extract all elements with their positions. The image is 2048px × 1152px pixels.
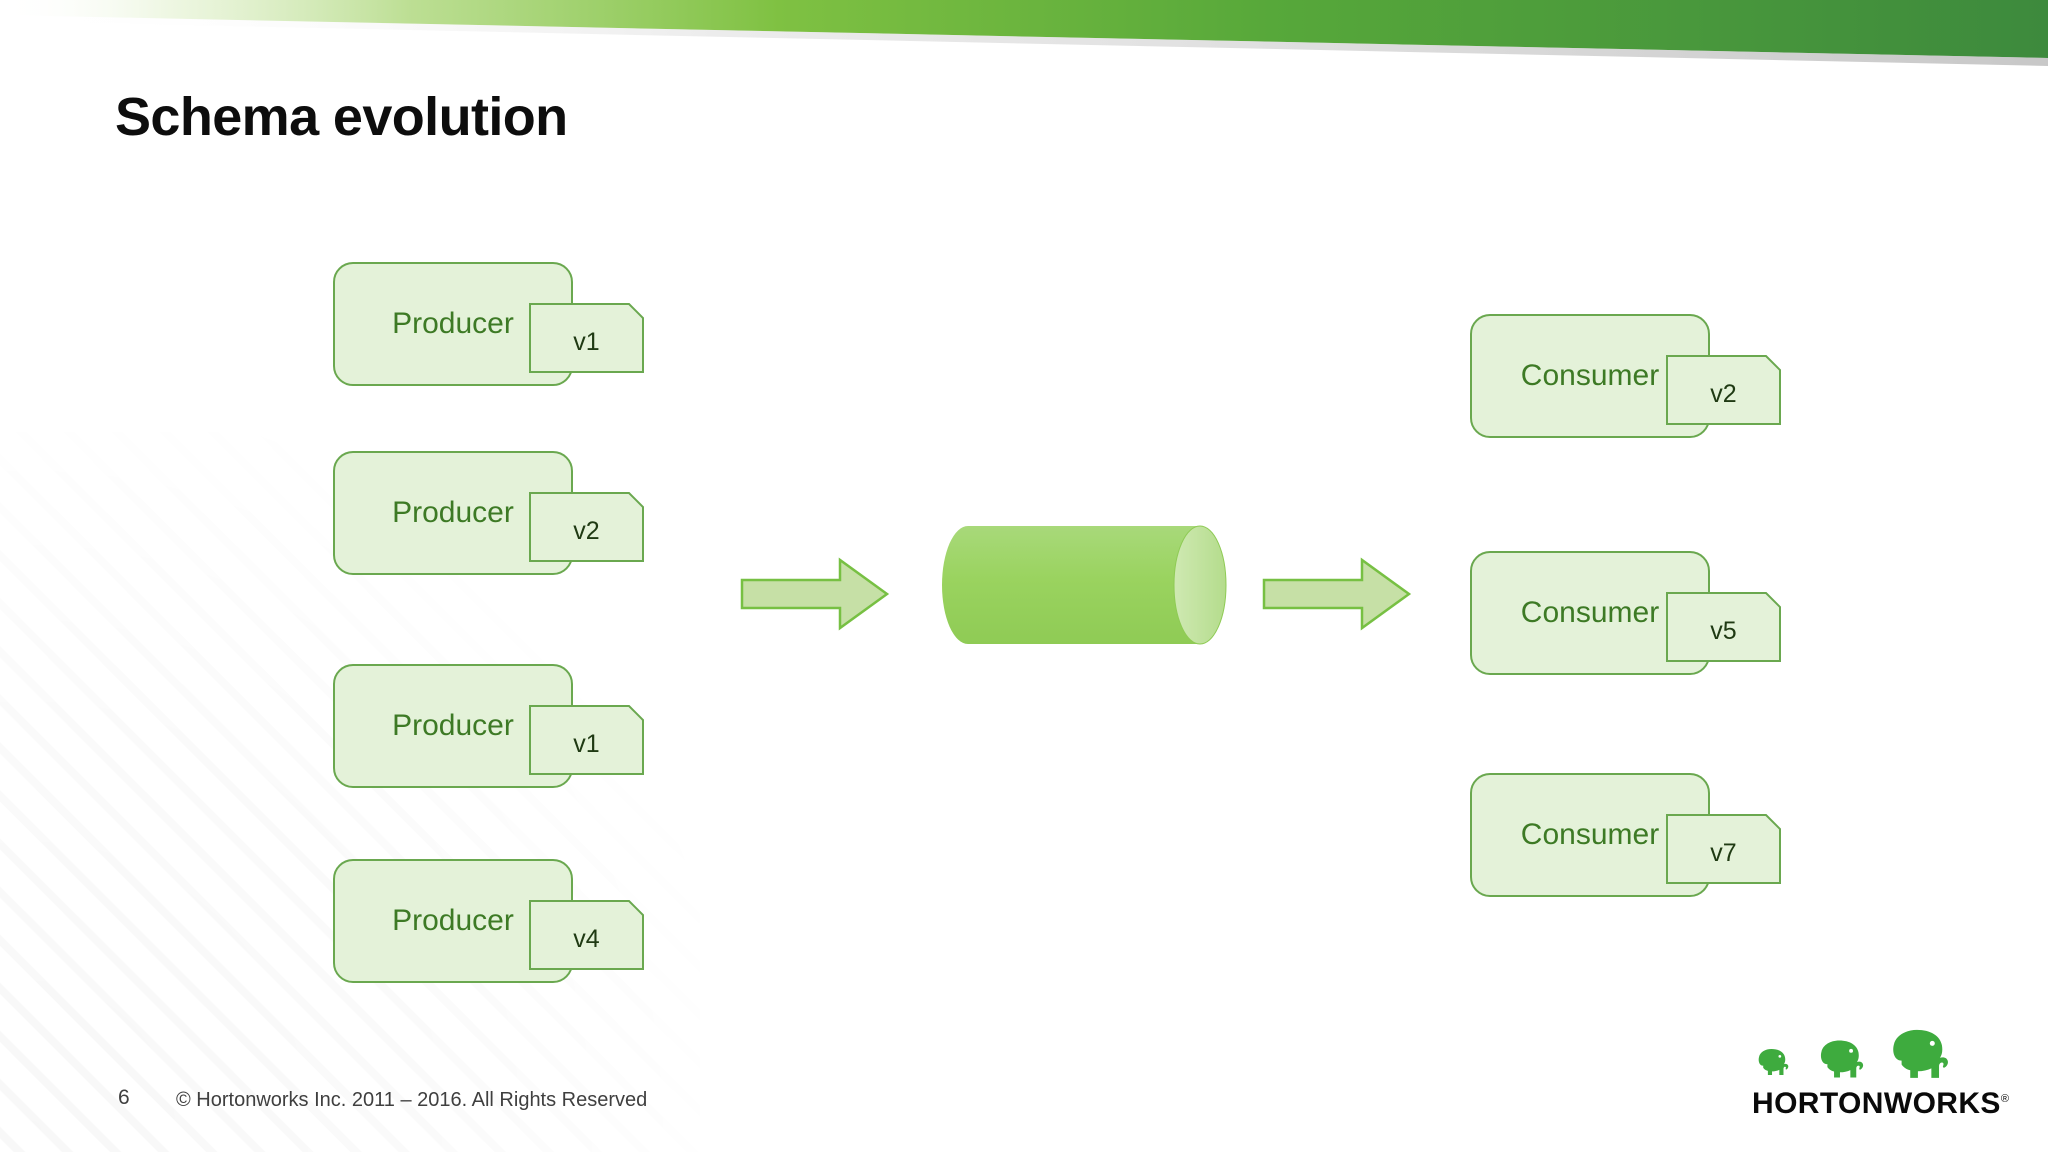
producer-node-4[interactable]: Producer v4	[333, 859, 644, 983]
version-tag[interactable]: v2	[529, 492, 644, 562]
registered-mark: ®	[2000, 1093, 2010, 1105]
top-banner	[0, 0, 2048, 72]
consumer-node-3[interactable]: Consumer v7	[1470, 773, 1781, 897]
arrow-producers-to-store	[740, 556, 890, 632]
consumer-node-2[interactable]: Consumer v5	[1470, 551, 1781, 675]
page-title: Schema evolution	[115, 87, 568, 147]
producer-node-1[interactable]: Producer v1	[333, 262, 644, 386]
consumer-node-1[interactable]: Consumer v2	[1470, 314, 1781, 438]
version-tag[interactable]: v1	[529, 303, 644, 373]
version-tag[interactable]: v7	[1666, 814, 1781, 884]
consumer-label: Consumer	[1520, 596, 1660, 629]
version-tag[interactable]: v5	[1666, 592, 1781, 662]
producer-label: Producer	[392, 307, 514, 340]
version-tag[interactable]: v2	[1666, 355, 1781, 425]
logo-wordmark: HORTONWORKS®	[1752, 1082, 2009, 1121]
slide-number: 6	[118, 1086, 130, 1109]
producer-label: Producer	[392, 904, 514, 937]
logo-wordmark-text: HORTONWORKS	[1752, 1087, 2001, 1120]
producer-node-2[interactable]: Producer v2	[333, 451, 644, 575]
producer-label: Producer	[392, 709, 514, 742]
producer-node-3[interactable]: Producer v1	[333, 664, 644, 788]
producer-label: Producer	[392, 496, 514, 529]
consumer-label: Consumer	[1520, 818, 1660, 851]
version-tag[interactable]: v1	[529, 705, 644, 775]
version-label: v7	[1710, 838, 1737, 867]
consumer-label: Consumer	[1520, 359, 1660, 392]
hortonworks-logo: HORTONWORKS®	[1752, 1026, 2009, 1122]
data-store-cylinder	[942, 524, 1228, 646]
version-tag[interactable]: v4	[529, 900, 644, 970]
version-label: v4	[573, 924, 600, 953]
arrow-store-to-consumers	[1262, 556, 1412, 632]
elephants-icon	[1758, 1029, 1948, 1078]
copyright-notice: © Hortonworks Inc. 2011 – 2016. All Righ…	[176, 1089, 648, 1111]
version-label: v2	[1710, 379, 1737, 408]
version-label: v5	[1710, 616, 1737, 645]
version-label: v1	[573, 729, 600, 758]
version-label: v2	[573, 516, 600, 545]
version-label: v1	[573, 327, 600, 356]
